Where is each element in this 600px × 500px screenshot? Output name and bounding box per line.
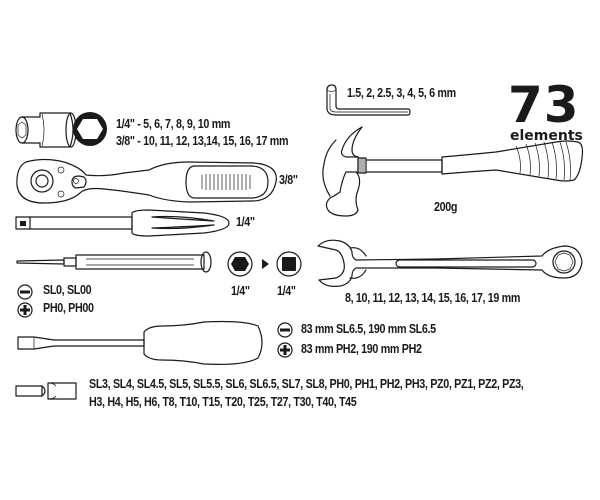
sockets-label-three-eighths: 3/8" - 10, 11, 12, 13,14, 15, 16, 17 mm — [116, 134, 289, 148]
hex-key-icon — [326, 84, 411, 116]
phillips-icon — [277, 342, 293, 358]
precision-slotted-label: SL0, SL00 — [43, 283, 92, 297]
slotted-icon — [17, 284, 33, 300]
bit-driver-label: 1/4" — [236, 215, 255, 229]
adapter-from-label: 1/4" — [231, 284, 250, 298]
screwdrivers-slotted-label: 83 mm SL6.5, 190 mm SL6.5 — [301, 322, 436, 336]
ratchet-icon — [16, 158, 277, 204]
combination-wrench-icon — [317, 239, 583, 287]
bits-label-line1: SL3, SL4, SL4.5, SL5, SL5.5, SL6, SL6.5,… — [89, 377, 524, 391]
slotted-icon — [277, 322, 293, 338]
bits-label-line2: H3, H4, H5, H6, T8, T10, T15, T20, T25, … — [89, 395, 357, 409]
hex-socket-end-icon — [73, 112, 107, 146]
wrenches-label: 8, 10, 11, 12, 13, 14, 15, 16, 17, 19 mm — [345, 291, 521, 305]
ratchet-label: 3/8" — [279, 173, 298, 187]
bit-icon — [15, 382, 77, 400]
hex-keys-label: 1.5, 2, 2.5, 3, 4, 5, 6 mm — [347, 86, 456, 100]
hammer-icon — [322, 126, 584, 217]
screwdrivers-phillips-label: 83 mm PH2, 190 mm PH2 — [301, 342, 422, 356]
element-count-label: elements — [510, 128, 583, 144]
arrow-right-icon — [262, 259, 269, 269]
sockets-label-quarter: 1/4" - 5, 6, 7, 8, 9, 10 mm — [116, 117, 231, 131]
hammer-label: 200g — [434, 200, 458, 214]
precision-screwdriver-icon — [16, 251, 212, 273]
square-drive-icon — [276, 251, 302, 277]
bit-driver-icon — [15, 209, 230, 237]
element-count: 73 — [508, 76, 580, 134]
socket-icon — [15, 112, 77, 148]
precision-phillips-label: PH0, PH00 — [43, 301, 94, 315]
hex-drive-icon — [227, 251, 253, 277]
phillips-icon — [17, 302, 33, 318]
screwdriver-icon — [17, 320, 263, 365]
adapter-to-label: 1/4" — [277, 284, 296, 298]
